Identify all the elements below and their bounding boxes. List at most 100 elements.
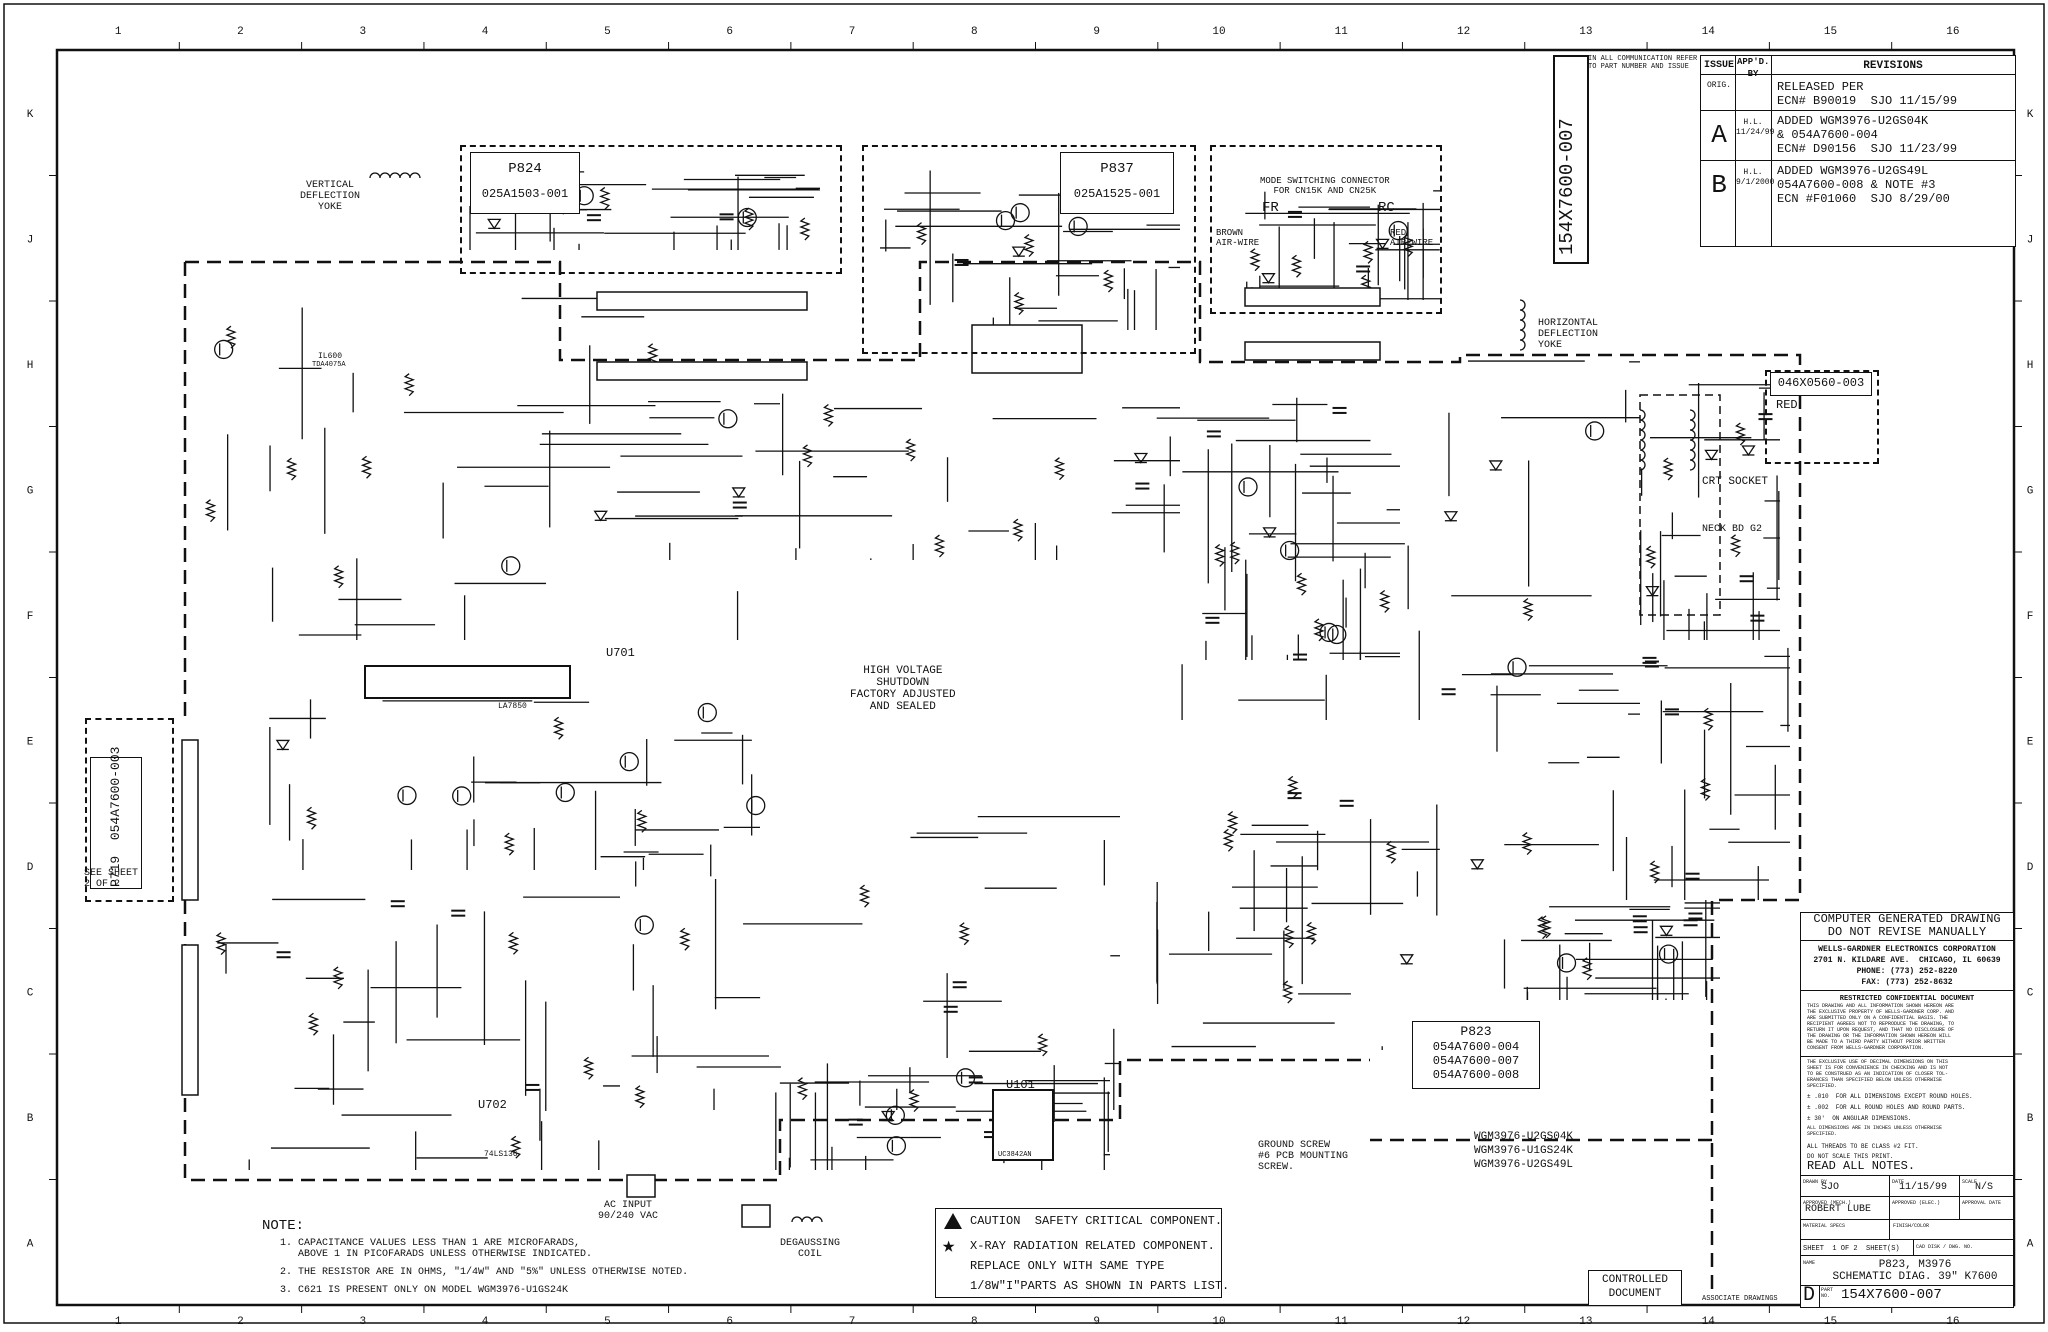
grid-col-top-4: 4 <box>482 26 489 38</box>
resistor-symbol <box>1540 915 1552 939</box>
grid-col-bottom-14: 14 <box>1702 1316 1716 1327</box>
grid-row-left-C: C <box>27 987 34 999</box>
grid-col-top-11: 11 <box>1335 26 1349 38</box>
grid-col-bottom-5: 5 <box>604 1316 611 1327</box>
p837-module-outline <box>862 145 1196 354</box>
grid-col-bottom-8: 8 <box>971 1316 978 1327</box>
grid-col-top-12: 12 <box>1457 26 1470 38</box>
diode-symbol <box>1261 273 1276 284</box>
resistor-symbol <box>1362 240 1374 264</box>
resistor-symbol <box>1402 233 1415 257</box>
red-board-label: RED <box>1776 398 1798 412</box>
connector-cn903 <box>596 291 808 311</box>
rc-label: RC <box>1378 200 1395 216</box>
notes-heading: NOTE: <box>262 1218 305 1234</box>
resistor-symbol <box>403 373 416 397</box>
resistor-symbol <box>678 927 691 951</box>
resistor-symbol <box>1662 457 1674 481</box>
inches-note: ALL DIMENSIONS ARE IN INCHES UNLESS OTHE… <box>1807 1125 1943 1137</box>
warning-triangle-icon <box>944 1213 962 1229</box>
connector-p25k <box>1244 341 1381 361</box>
part-number: 154X7600-007 <box>1841 1287 1942 1303</box>
communication-note: IN ALL COMMUNICATION REFER TO PART NUMBE… <box>1588 55 1698 71</box>
noscale-note: DO NOT SCALE THIS PRINT. <box>1807 1153 1894 1160</box>
mode-switch-label: MODE SWITCHING CONNECTOR FOR CN15K AND C… <box>1260 176 1390 196</box>
resistor-symbol <box>305 806 318 830</box>
p823-title: P823 <box>1460 1024 1492 1039</box>
rev-orig-text: RELEASED PER ECN# B90019 SJO 11/15/99 <box>1777 80 1958 108</box>
brown-wire-label: BROWN AIR-WIRE <box>1216 228 1260 248</box>
transistor-symbol <box>746 795 766 816</box>
resistor-symbol <box>796 1077 809 1101</box>
coil-symbol <box>1519 299 1526 351</box>
transistor-symbol <box>697 702 717 723</box>
resistor-symbol <box>858 884 871 908</box>
diode-symbol <box>1645 586 1660 597</box>
resistor-symbol <box>908 1089 920 1112</box>
material-label: MATERIAL SPECS <box>1803 1223 1846 1229</box>
threads-note: ALL THREADS TO BE CLASS #2 FIT. <box>1807 1143 1919 1150</box>
grid-row-left-E: E <box>27 736 34 748</box>
resistor-symbol <box>1699 777 1712 801</box>
approved-mech: ROBERT LUBE <box>1805 1204 1872 1215</box>
transistor-symbol <box>1010 203 1030 223</box>
resistor-symbol <box>646 343 659 367</box>
hv-shutdown-label: HIGH VOLTAGE SHUTDOWN FACTORY ADJUSTED A… <box>850 665 956 713</box>
rev-a-by: H.L. 11/24/99 <box>1736 118 1775 137</box>
resistor-symbol <box>915 222 928 246</box>
rev-header-by: APP'D. BY <box>1737 57 1770 79</box>
resistor-symbol <box>1102 269 1115 293</box>
note-3: 3. C621 IS PRESENT ONLY ON MODEL WGM3976… <box>280 1285 569 1296</box>
cad-label: CAD DISK / DWG. NO. <box>1916 1244 1974 1250</box>
grid-col-bottom-6: 6 <box>726 1316 733 1327</box>
grid-col-top-13: 13 <box>1579 26 1592 38</box>
resistor-symbol <box>904 438 917 462</box>
resistor-symbol <box>1378 589 1391 613</box>
grid-col-top-16: 16 <box>1946 26 1959 38</box>
grid-col-bottom-3: 3 <box>359 1316 366 1327</box>
transistor-symbol <box>1327 624 1347 645</box>
transistor-symbol <box>1658 944 1679 964</box>
transistor-symbol <box>1388 220 1408 241</box>
p837-part: 025A1525-001 <box>1073 187 1161 201</box>
vertical-yoke-label: VERTICAL DEFLECTION YOKE <box>300 180 361 213</box>
resistor-symbol <box>1281 980 1294 1004</box>
diode-symbol <box>1399 954 1414 965</box>
horizontal-yoke-label: HORIZONTAL DEFLECTION YOKE <box>1538 318 1599 351</box>
transistor-symbol <box>737 207 757 228</box>
diode-symbol <box>487 218 502 230</box>
part-number-vertical-box: 154X7600-007 <box>1553 55 1589 264</box>
drawn-by: SJO <box>1821 1182 1840 1193</box>
tolerance-1: ± .010 FOR ALL DIMENSIONS EXCEPT ROUND H… <box>1807 1093 1973 1100</box>
grid-row-left-F: F <box>27 611 34 623</box>
transistor-symbol <box>214 339 234 360</box>
grid-col-bottom-10: 10 <box>1212 1316 1225 1327</box>
sheet-count: SHEET 1 OF 2 SHEET(S) <box>1803 1245 1900 1253</box>
scale-value: N/S <box>1975 1182 1994 1193</box>
star-icon: ★ <box>942 1234 956 1259</box>
decimal-note: THE EXCLUSIVE USE OF DECIMAL DIMENSIONS … <box>1807 1059 1949 1089</box>
rev-header-revisions: REVISIONS <box>1863 60 1923 72</box>
approval-date-label: APPROVAL DATE <box>1962 1200 2002 1206</box>
grid-row-right-B: B <box>2027 1113 2034 1125</box>
transistor-symbol <box>886 1136 907 1156</box>
resistor-symbol <box>634 1085 646 1109</box>
ground-screw-label: GROUND SCREW #6 PCB MOUNTING SCREW. <box>1258 1140 1349 1173</box>
rev-b-issue: B <box>1711 170 1727 200</box>
diode-symbol <box>593 510 608 522</box>
u101-label: U101 <box>1006 1078 1035 1092</box>
outer-frame <box>3 3 2045 1324</box>
coil-symbol <box>369 172 421 179</box>
coil-symbol <box>791 1216 823 1223</box>
transistor-symbol <box>397 785 417 806</box>
grid-row-left-K: K <box>27 109 34 121</box>
caution-line-4: 1/8W"I"PARTS AS SHOWN IN PARTS LIST. <box>970 1279 1230 1293</box>
diode-symbol <box>1659 925 1674 937</box>
associate-drawings: ASSOCIATE DRAWINGS <box>1702 1295 1778 1303</box>
connector-p200 <box>181 944 199 1096</box>
read-all-notes: READ ALL NOTES. <box>1807 1159 1916 1173</box>
resistor-symbol <box>1283 925 1295 949</box>
tolerance-3: ± 30' ON ANGULAR DIMENSIONS. <box>1807 1115 1912 1122</box>
diode-symbol <box>731 487 746 499</box>
